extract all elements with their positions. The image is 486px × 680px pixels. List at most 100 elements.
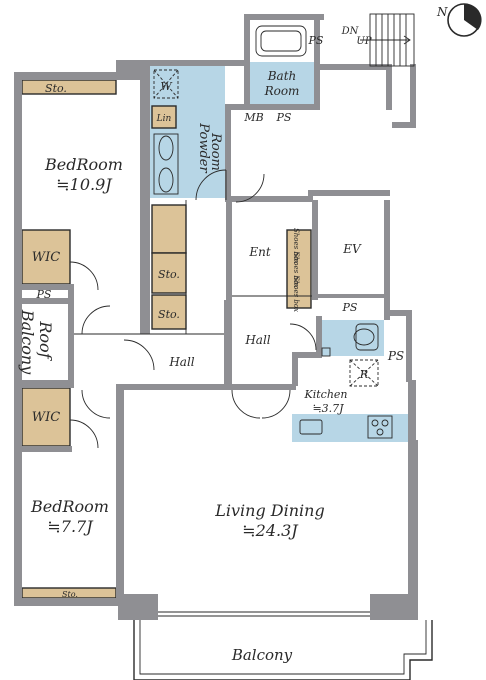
balcony-outline [133,620,433,680]
compass-half [464,3,482,31]
living-size: ≒24.3J [242,521,299,540]
bath-label-1: Bath [267,69,297,83]
wall-ev-south [318,294,384,298]
sto-mid2-closet [151,294,187,330]
balcony-label: Balcony [231,646,293,664]
wall-roof-east [68,284,74,384]
wall-kitchen-step [292,352,322,358]
shoes-box-1: Shoes box [292,228,300,264]
wall-ev-west [312,200,318,300]
kitchen-size: ≒3.7J [312,402,344,415]
wall-bath-south [225,104,320,110]
ps-mb-label: PS [276,111,292,124]
balcony-inner [139,620,427,675]
wall-stair-south [392,122,416,128]
ps-left-label: PS [36,288,52,301]
wall-north-bed1 [14,72,118,80]
bathtub-inner [260,30,302,52]
wall-stair-west [386,64,392,110]
powder-door [195,169,227,201]
wall-living-sw [118,594,158,620]
bathtub [255,25,307,57]
wall-ent-north [231,196,313,202]
wall-ent-west [226,196,232,306]
burner-2 [381,419,389,427]
wall-powder-east [225,104,231,202]
ps-kitchen-label: PS [342,301,358,314]
compass [447,3,482,37]
powder-label-1: Powder [196,122,211,173]
fridge-diag-1 [349,359,379,387]
hall-left-label: Hall [168,355,194,369]
living-name: Living Dining [214,501,324,520]
kitchen-sink [299,419,323,435]
compass-label: N [436,5,448,19]
lin-label: Lin [156,114,172,124]
burner-1 [371,419,379,427]
ev-label: EV [342,242,362,256]
wall-roof-south [14,380,74,388]
wall-wic2-south [14,446,72,452]
lin-closet [151,105,177,129]
wall-kitchen-west [292,352,298,386]
sto-mid2-label: Sto. [158,308,180,321]
sto-mid1-label: Sto. [158,268,180,281]
wic1-door [69,261,99,291]
stairs-up-label: UP [356,36,371,47]
bedroom2-name: BedRoom [30,497,109,516]
wall-bed2-east [116,384,124,600]
doors [69,169,317,449]
toilet-bowl [353,328,375,346]
hall-right-label: Hall [244,333,270,347]
wall-hall-divider [224,300,232,390]
bedroom1-name: BedRoom [44,155,123,174]
wall-bed2-south [14,598,124,606]
kitchen-name: Kitchen [304,388,348,401]
labels: N Sto. BedRoom ≒10.9J WIC PS Roof Balcon… [18,5,448,664]
wic-top-label: WIC [32,250,60,265]
shoes-box-3: Shoes box [292,276,300,312]
wic-bottom-label: WIC [32,410,60,425]
wall-hall-south [118,384,230,390]
roof-label-2: Balcony [18,309,37,375]
wall-bath-north [244,14,324,20]
wall-bed1-south [14,284,74,290]
washer-diag-1 [153,69,179,99]
washer-diag-2 [153,69,179,99]
powder-room-area [150,66,225,198]
washer-label: W [160,80,173,93]
fridge-label: R [359,368,368,381]
hall-door [123,339,155,371]
wall-north-powder [150,60,250,66]
roof-door [81,305,111,335]
sink-1 [158,135,174,161]
stairs [360,13,415,67]
shoes-box-2: Shoes box [292,252,300,288]
stair-arrow-head [403,35,411,45]
wet-areas [150,62,408,442]
bed2-door [81,389,111,419]
toilet [355,323,379,351]
ps-right-label: PS [387,349,404,363]
fridge-box [349,359,379,387]
storage-units [21,79,312,599]
wall-ps-east [406,310,412,382]
wall-hall2-south [232,384,296,390]
washer-box [153,69,179,99]
sink-2 [158,167,174,193]
roof-label-1: Roof [36,320,55,361]
plan-lines [69,13,433,680]
wall-ps-south [14,298,74,304]
mb-label: MB [243,111,263,124]
wall-ps-top [384,310,410,316]
wall-ev-north [308,190,390,196]
wall-bath-east [314,14,320,106]
entrance-label: Ent [248,245,270,259]
wall-toilet-west [316,316,322,358]
sto-mid1-closet [151,252,187,294]
wall-living-east [408,440,418,600]
wall-kitchen-east [408,380,416,444]
bath-room-area [250,62,314,104]
fridge-diag-2 [349,359,379,387]
